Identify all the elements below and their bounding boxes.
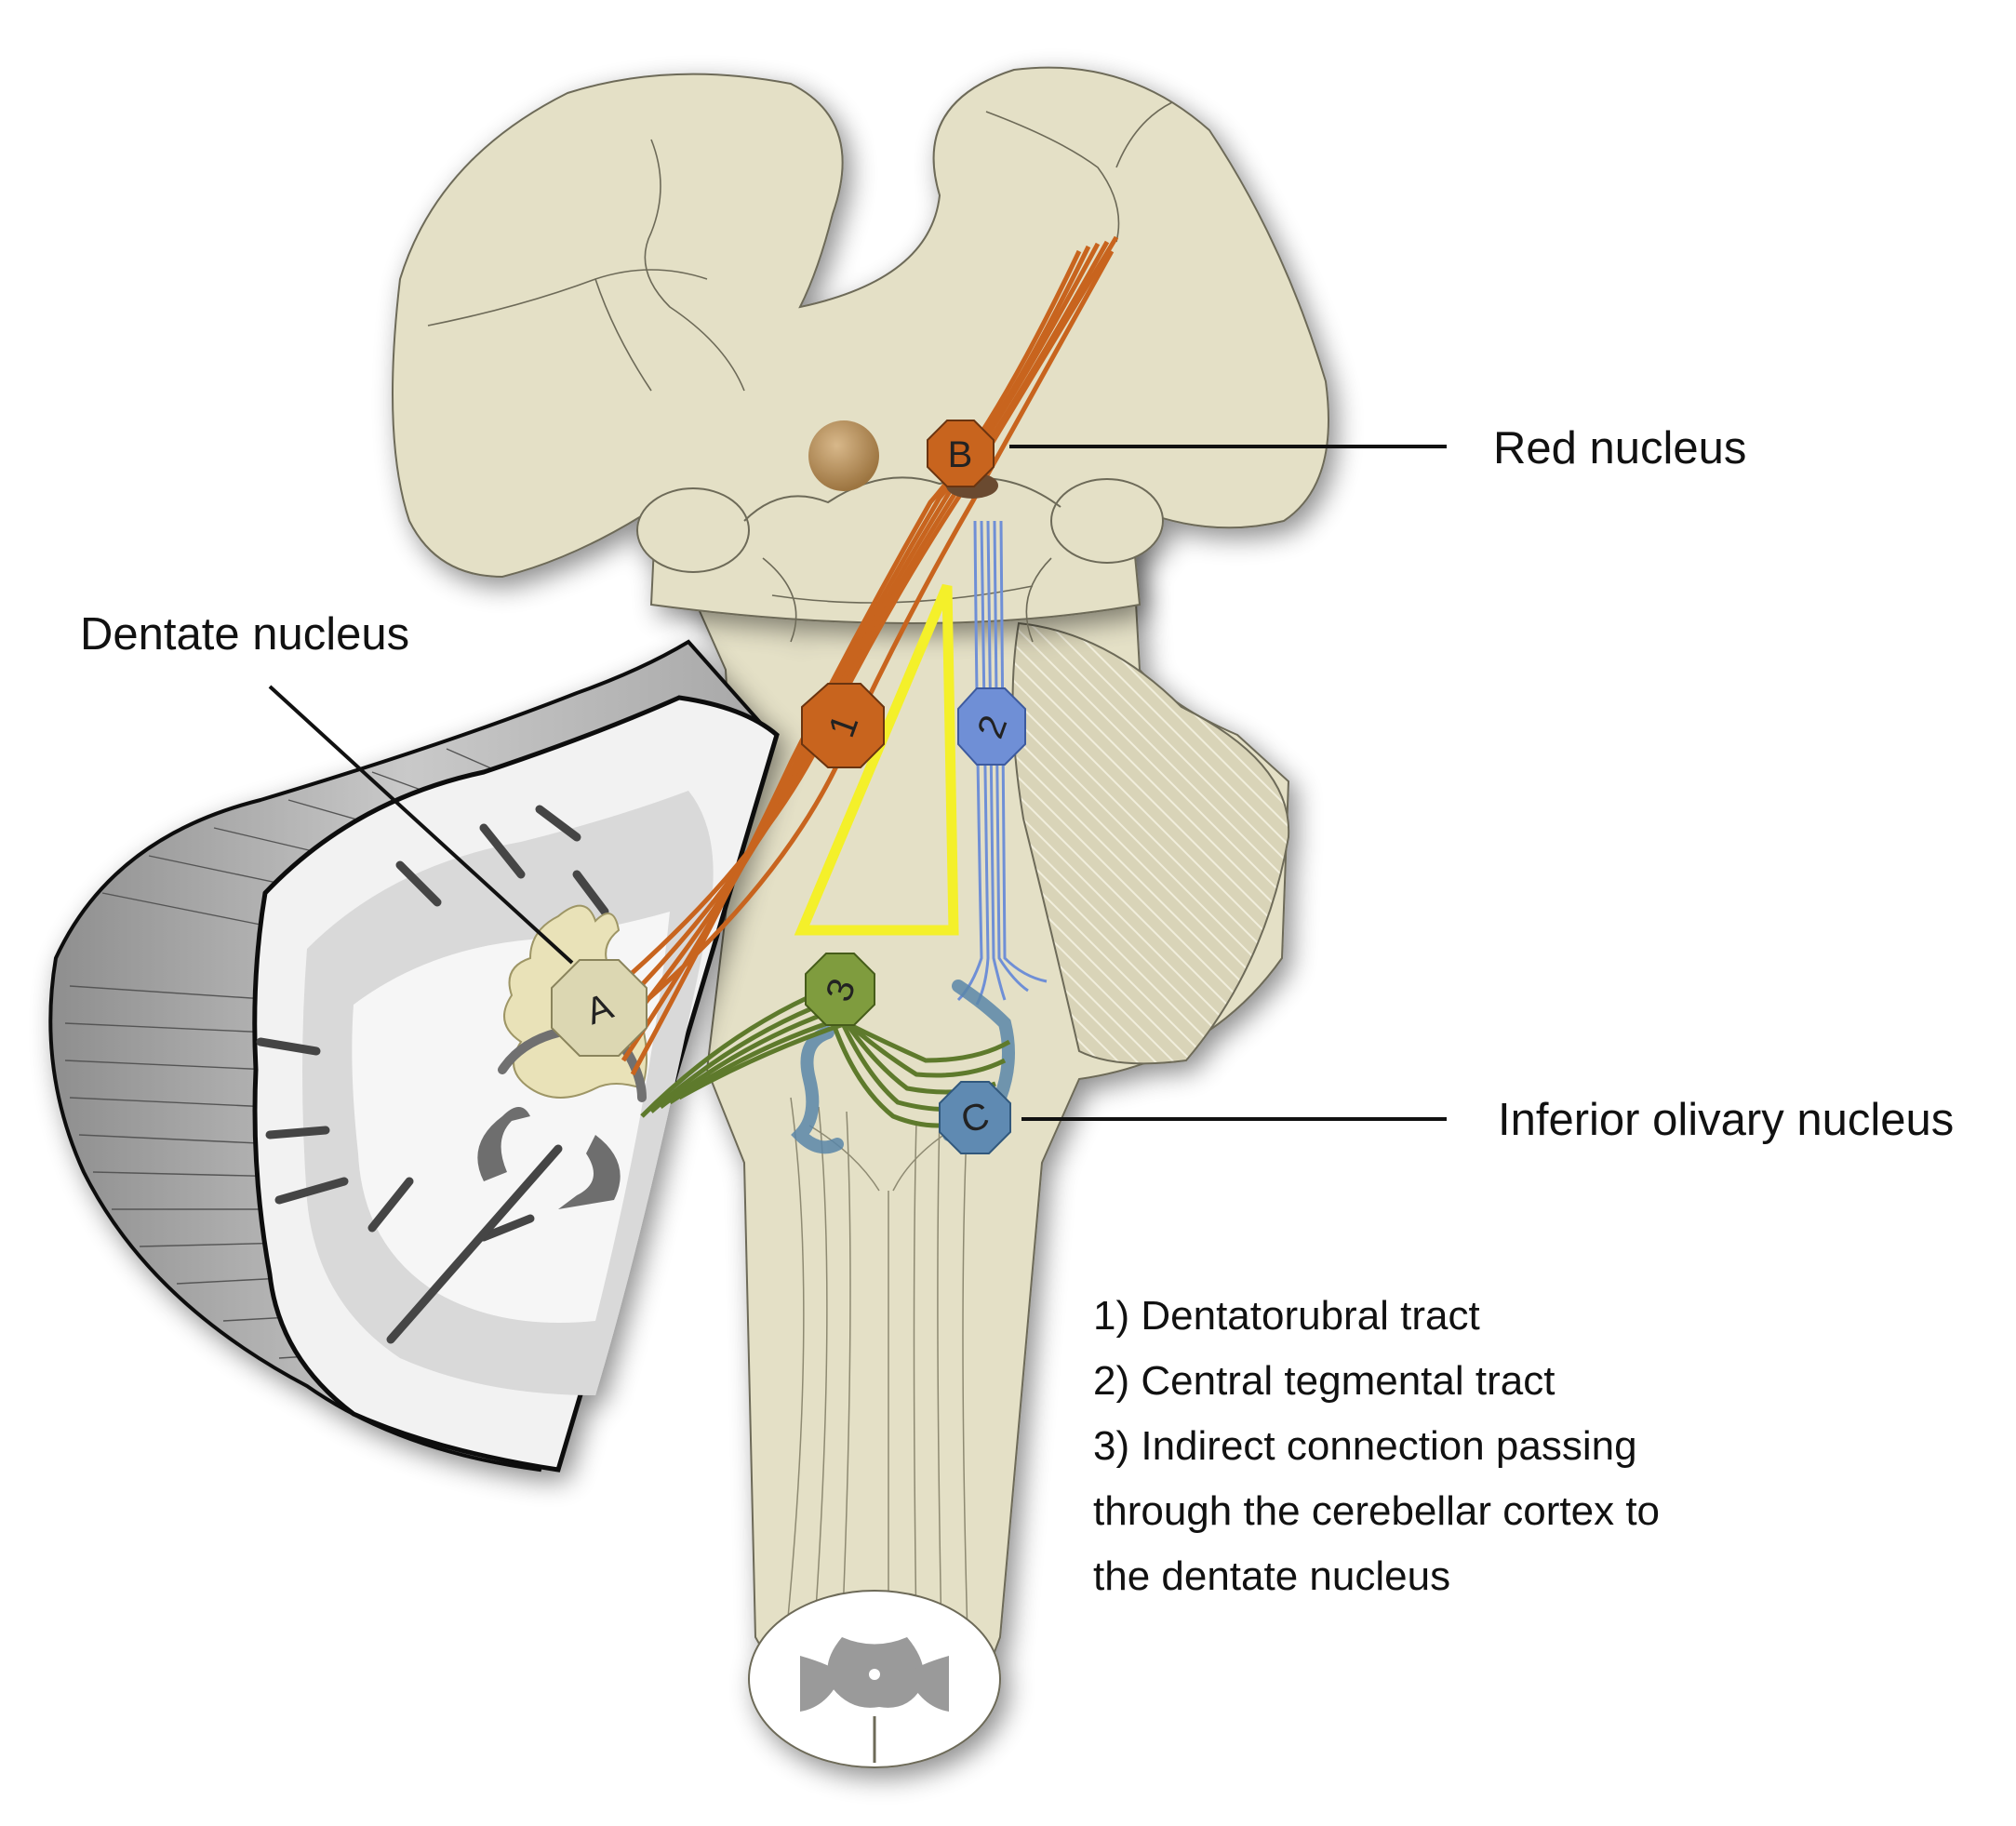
legend-item-indirect-cont-2: the dentate nucleus bbox=[1093, 1553, 1451, 1599]
guillain-mollaret-triangle bbox=[794, 583, 959, 936]
legend-item-central-tegmental: 2) Central tegmental tract bbox=[1093, 1358, 1555, 1404]
dentate-nucleus-leader bbox=[268, 685, 574, 965]
marker-C: C bbox=[939, 1081, 1011, 1154]
legend-item-dentatorubral: 1) Dentatorubral tract bbox=[1093, 1293, 1480, 1339]
indirect-connection-tract bbox=[640, 987, 1011, 1128]
central-tegmental-tract bbox=[956, 520, 1048, 1006]
marker-B: B bbox=[927, 420, 995, 487]
marker-A: A bbox=[551, 959, 648, 1057]
label-dentate-nucleus: Dentate nucleus bbox=[80, 609, 410, 660]
svg-text:B: B bbox=[948, 434, 973, 475]
marker-1: 1 bbox=[801, 683, 885, 768]
label-red-nucleus: Red nucleus bbox=[1493, 423, 1747, 473]
midbrain bbox=[392, 66, 1329, 643]
dentatorubral-tract bbox=[594, 235, 1119, 1076]
legend-item-indirect: 3) Indirect connection passing bbox=[1093, 1423, 1637, 1469]
leader-lines bbox=[268, 445, 1447, 1121]
tract-legend: 1) Dentatorubral tract 2) Central tegmen… bbox=[1093, 1284, 1660, 1609]
marker-3: 3 bbox=[805, 953, 875, 1026]
marker-2: 2 bbox=[957, 687, 1026, 766]
cerebellum bbox=[48, 639, 780, 1473]
legend-item-indirect-cont-1: through the cerebellar cortex to bbox=[1093, 1488, 1661, 1534]
label-inferior-olivary-nucleus: Inferior olivary nucleus bbox=[1498, 1095, 1955, 1145]
